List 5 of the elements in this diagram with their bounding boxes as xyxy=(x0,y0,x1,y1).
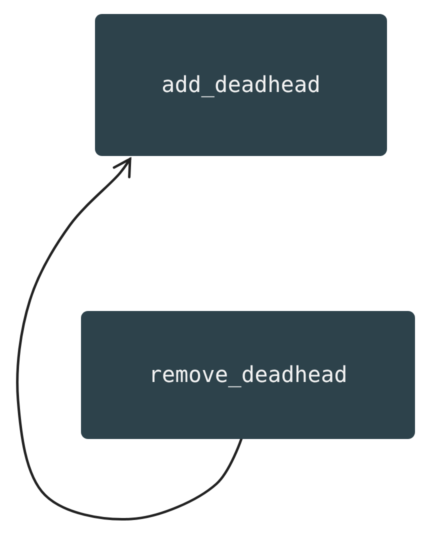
process-box xyxy=(95,14,387,156)
curved-arrow xyxy=(16,158,243,520)
box-label: remove_deadhead xyxy=(148,362,348,388)
box-label: add_deadhead xyxy=(162,72,320,98)
process-box xyxy=(81,311,415,439)
